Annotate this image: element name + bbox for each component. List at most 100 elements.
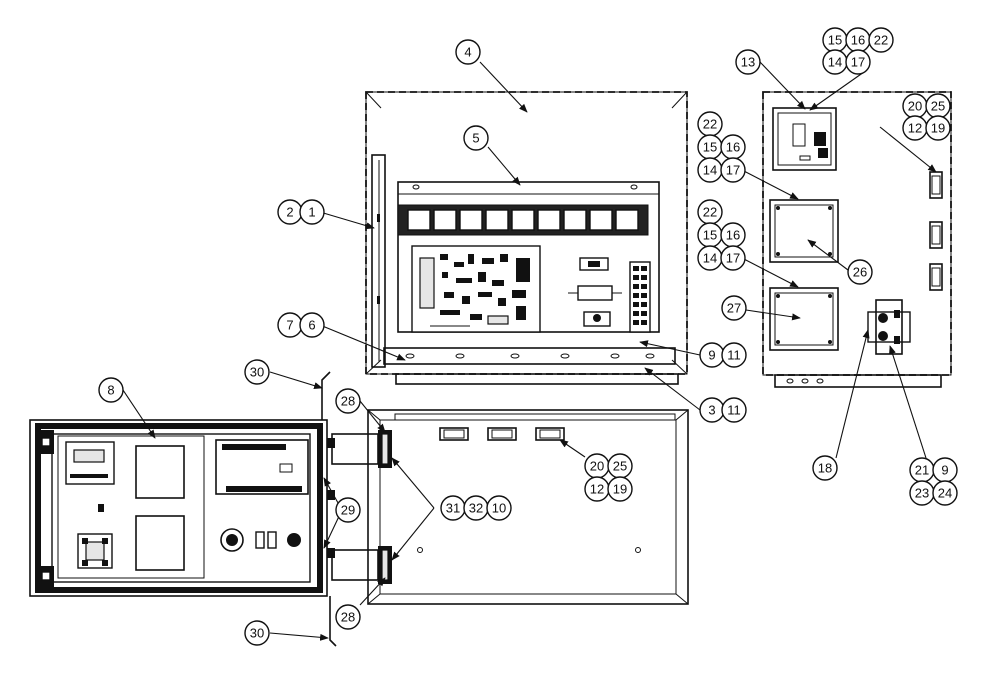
hinge-assembly (331, 430, 392, 584)
svg-text:25: 25 (931, 99, 945, 114)
callout-31-32-10: 31 32 10 (440, 495, 512, 521)
svg-text:15: 15 (703, 140, 717, 155)
svg-text:6: 6 (308, 318, 315, 333)
svg-text:11: 11 (727, 348, 741, 363)
callout-14-17-b: 14 17 (697, 245, 746, 271)
svg-text:24: 24 (938, 486, 952, 501)
svg-text:14: 14 (703, 251, 717, 266)
cover-plate (135, 445, 185, 499)
terminal-blocks (629, 261, 651, 333)
svg-text:15: 15 (703, 228, 717, 243)
svg-text:12: 12 (590, 482, 604, 497)
svg-text:7: 7 (286, 318, 293, 333)
callout-3-11: 3 11 (699, 397, 747, 423)
cover-plate (135, 515, 185, 571)
svg-text:9: 9 (708, 348, 715, 363)
knockout (929, 263, 943, 291)
callout-9-11: 9 11 (699, 342, 747, 368)
callout-14-17-a: 14 17 (697, 157, 746, 183)
svg-text:22: 22 (874, 33, 888, 48)
resistor (577, 285, 613, 301)
svg-text:1: 1 (308, 205, 315, 220)
indicator-light (220, 528, 244, 552)
hinge-strip (371, 154, 386, 368)
svg-text:26: 26 (853, 265, 867, 280)
relay-module-strip (397, 204, 649, 236)
callout-12-19-bottom: 12 19 (584, 476, 633, 502)
svg-text:14: 14 (828, 55, 842, 70)
knockout (929, 221, 943, 249)
toggle-switch (255, 531, 265, 549)
callout-2-1: 2 1 (277, 199, 325, 225)
callout-23-24: 23 24 (909, 480, 958, 506)
callouts: 4 5 2 1 7 6 9 11 3 11 13 15 16 22 14 (98, 27, 958, 646)
circuit-board (411, 245, 541, 333)
svg-text:13: 13 (741, 55, 755, 70)
leader-lines (122, 61, 937, 641)
svg-text:12: 12 (908, 121, 922, 136)
svg-text:20: 20 (590, 459, 604, 474)
callout-13: 13 (735, 49, 761, 75)
svg-text:28: 28 (341, 394, 355, 409)
callout-8: 8 (98, 377, 124, 403)
svg-text:21: 21 (915, 463, 929, 478)
svg-text:29: 29 (341, 503, 355, 518)
svg-text:16: 16 (851, 33, 865, 48)
callout-26: 26 (847, 259, 873, 285)
main-enclosure-top-view (365, 91, 688, 385)
svg-text:2: 2 (286, 205, 293, 220)
svg-text:22: 22 (703, 117, 717, 132)
knockout (487, 427, 517, 441)
callout-12-19-right: 12 19 (902, 115, 951, 141)
controller-unit (215, 439, 309, 495)
junction-box-27 (769, 287, 839, 351)
callout-27: 27 (721, 295, 747, 321)
callout-28-top: 28 (335, 388, 361, 414)
bottom-rail (383, 347, 676, 365)
svg-text:11: 11 (727, 403, 741, 418)
svg-text:17: 17 (851, 55, 865, 70)
callout-22-a: 22 (697, 111, 723, 137)
svg-text:18: 18 (818, 461, 832, 476)
callout-15-16-a: 15 16 (697, 134, 746, 160)
meter-box (772, 107, 837, 171)
svg-text:32: 32 (469, 501, 483, 516)
callout-18: 18 (812, 455, 838, 481)
junction-box-26 (769, 199, 839, 263)
svg-text:31: 31 (446, 501, 460, 516)
svg-text:20: 20 (908, 99, 922, 114)
svg-text:16: 16 (726, 228, 740, 243)
callout-22-b: 22 (697, 199, 723, 225)
callout-5: 5 (463, 125, 489, 151)
svg-text:3: 3 (708, 403, 715, 418)
callout-15-16-22: 15 16 22 (822, 27, 894, 53)
push-button (287, 533, 301, 547)
svg-text:25: 25 (613, 459, 627, 474)
svg-text:19: 19 (613, 482, 627, 497)
svg-text:16: 16 (726, 140, 740, 155)
callout-20-25-right: 20 25 (902, 93, 951, 119)
svg-text:28: 28 (341, 610, 355, 625)
svg-text:10: 10 (492, 501, 506, 516)
disconnect-switch (867, 299, 911, 355)
callout-14-17-top: 14 17 (822, 49, 871, 75)
svg-text:19: 19 (931, 121, 945, 136)
svg-text:15: 15 (828, 33, 842, 48)
callout-30-top: 30 (244, 359, 270, 385)
callout-30-bottom: 30 (244, 620, 270, 646)
svg-text:4: 4 (464, 45, 471, 60)
base-plate (395, 373, 679, 385)
svg-text:14: 14 (703, 163, 717, 178)
callout-4: 4 (455, 39, 481, 65)
svg-text:30: 30 (250, 626, 264, 641)
svg-text:23: 23 (915, 486, 929, 501)
callout-7-6: 7 6 (277, 312, 325, 338)
callout-28-bottom: 28 (335, 604, 361, 630)
svg-text:22: 22 (703, 205, 717, 220)
knockout (439, 427, 469, 441)
svg-text:8: 8 (107, 383, 114, 398)
enclosure-door (29, 419, 328, 597)
svg-text:5: 5 (472, 131, 479, 146)
